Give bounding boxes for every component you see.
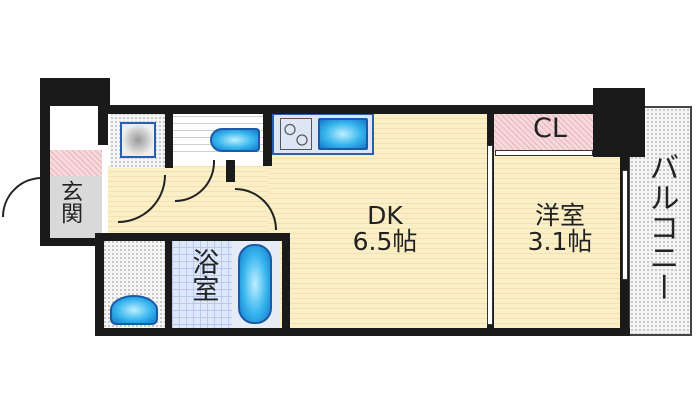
wall	[95, 233, 290, 241]
washbasin-icon	[110, 295, 158, 325]
toilet-icon	[210, 128, 260, 152]
washer-pan	[120, 122, 156, 158]
wall	[95, 328, 630, 336]
bath-label: 浴室	[187, 248, 219, 302]
wall	[40, 78, 110, 106]
wall	[40, 78, 50, 246]
closet-doors[interactable]	[495, 150, 593, 156]
wall	[40, 238, 102, 246]
entrance-label: 玄関	[57, 180, 83, 224]
wall	[95, 233, 104, 336]
western-room-floor	[493, 150, 625, 328]
western-room-size: 3.1帖	[527, 227, 593, 257]
sink-icon	[318, 118, 368, 150]
dk-size: 6.5帖	[352, 227, 418, 257]
western-room-label: 洋室 3.1帖	[505, 201, 615, 257]
closet-label: CL	[533, 113, 567, 144]
wall	[593, 88, 645, 157]
wall	[98, 105, 108, 145]
wall	[282, 233, 290, 333]
wall	[263, 112, 272, 166]
wall	[165, 240, 172, 330]
closet	[493, 113, 595, 151]
dk-name: DK	[367, 201, 403, 230]
entrance-shoebox	[48, 150, 102, 176]
wall	[98, 105, 598, 114]
entrance	[48, 176, 102, 238]
bathroom	[172, 240, 232, 328]
balcony-label: バルコニー	[643, 152, 679, 302]
window	[622, 170, 628, 280]
dk-label: DK 6.5帖	[330, 201, 440, 257]
sliding-door[interactable]	[487, 145, 493, 325]
wall	[165, 112, 173, 168]
wall	[226, 160, 235, 182]
bathtub-icon	[238, 244, 272, 324]
western-room-name: 洋室	[534, 201, 585, 230]
stove-icon	[280, 118, 312, 150]
